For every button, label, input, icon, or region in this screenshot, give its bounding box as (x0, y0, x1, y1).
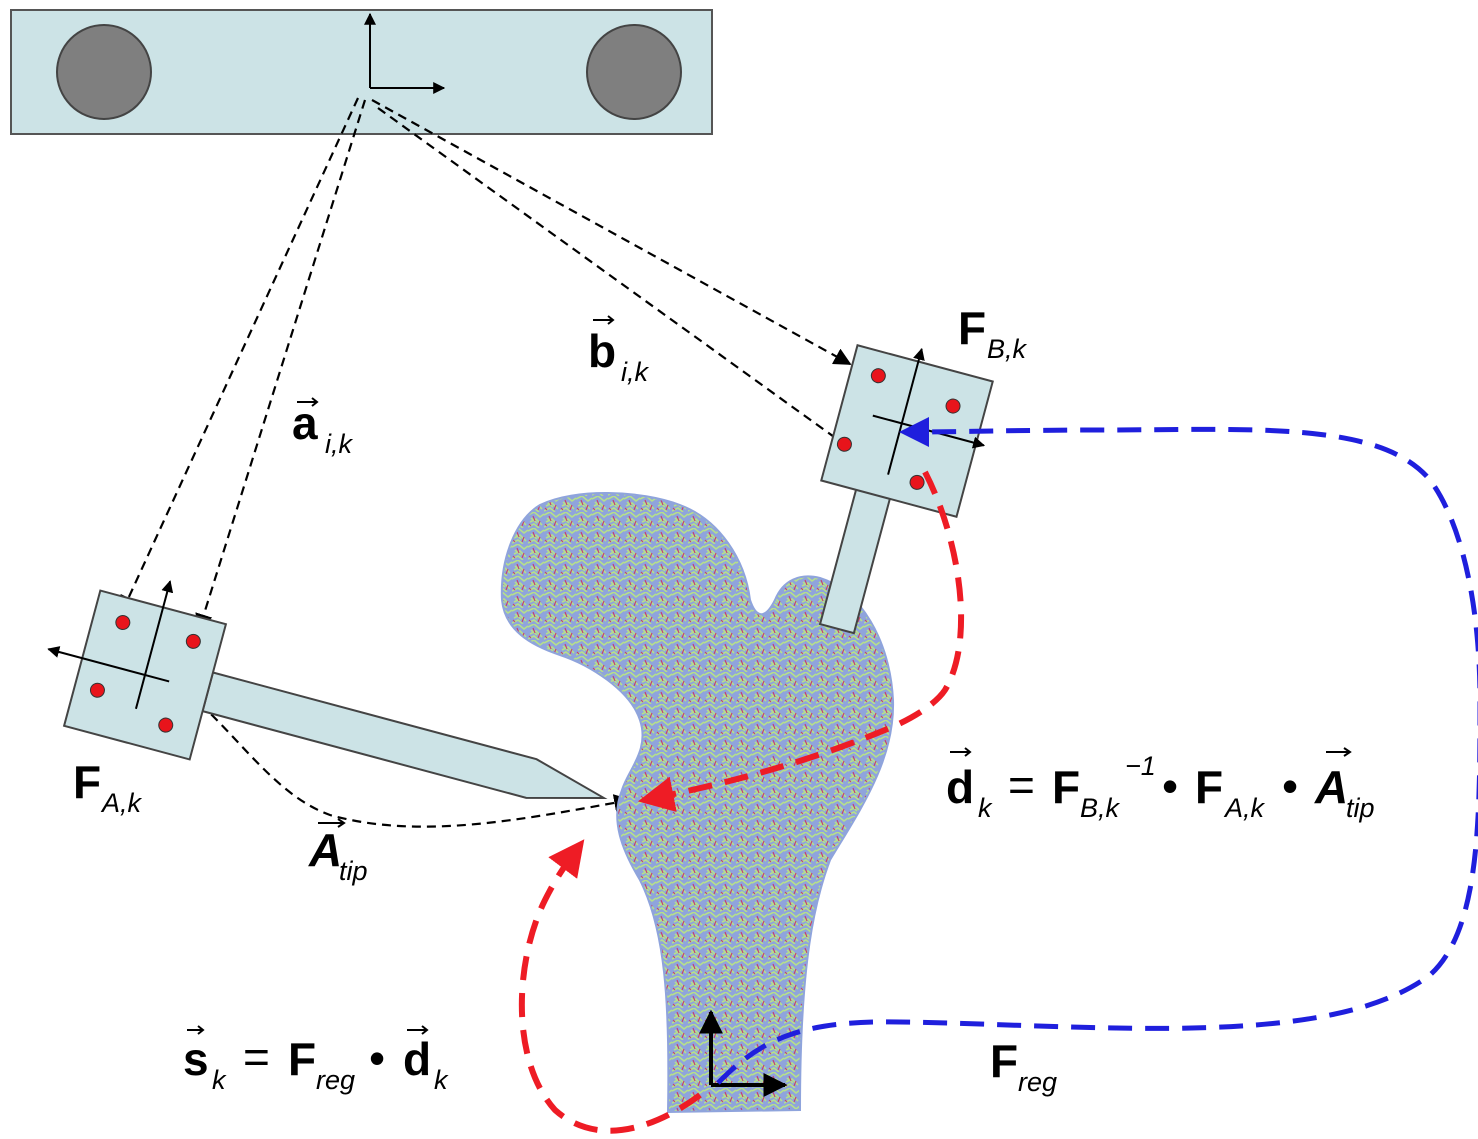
marker-a-axis-y (134, 580, 174, 710)
a-tip-symbol: A (308, 824, 342, 876)
b-vector-1 (371, 99, 852, 365)
eq-s-lhs: s (183, 1033, 209, 1085)
label-a-tip: A tip (308, 824, 368, 886)
tracker-camera-left (56, 24, 152, 120)
a-vector-subscript: i,k (325, 429, 354, 459)
tip-vector (139, 659, 632, 828)
eq-d-equals: = (1008, 759, 1035, 811)
eq-d-lhs-sub: k (978, 793, 993, 823)
frame-b-symbol: F (958, 302, 986, 354)
eq-s-term1: F (288, 1033, 316, 1085)
eq-d-dot2: • (1282, 760, 1298, 812)
eq-d-atip-accent (1326, 747, 1352, 757)
marker-a-fiducial-2 (185, 633, 201, 649)
a-vector-1 (120, 97, 359, 614)
eq-s-term2-sub: k (434, 1065, 449, 1095)
marker-b-fiducial-1 (870, 368, 886, 384)
eq-d-term1-sub: B,k (1080, 793, 1121, 823)
b-vector-accent (593, 315, 615, 325)
a-vector-2 (195, 99, 367, 632)
eq-d-lhs-accent (950, 747, 972, 757)
marker-b (818, 344, 994, 635)
label-frame-reg: F reg (990, 1035, 1057, 1097)
marker-b-axis-y (887, 347, 925, 475)
femur-bone (500, 492, 895, 1114)
label-frame-b: F B,k (958, 302, 1028, 364)
marker-b-fiducial-3 (836, 436, 852, 452)
marker-b-fiducial-2 (945, 398, 961, 414)
eq-s-lhs-accent (187, 1025, 205, 1035)
frame-reg-subscript: reg (1018, 1067, 1057, 1097)
eq-d-term1: F (1052, 761, 1080, 813)
eq-d-term1-sup: −1 (1125, 751, 1156, 781)
tracker-camera-right (586, 24, 682, 120)
eq-s-term1-sub: reg (316, 1065, 355, 1095)
a-tip-subscript: tip (339, 856, 368, 886)
marker-a-axis-x (47, 646, 170, 683)
equation-d: d k = F B,k −1 • F A,k • A tip (946, 751, 1375, 823)
blue-registration-path (716, 416, 1478, 1085)
frame-a-symbol: F (73, 756, 101, 808)
a-vector-accent (297, 397, 319, 407)
eq-s-dot: • (369, 1032, 385, 1084)
label-b-vector: b i,k (588, 325, 650, 387)
measurement-vectors (120, 97, 852, 828)
b-vector-2 (377, 107, 850, 449)
red-transform-paths (518, 470, 965, 1134)
bone-frame (699, 1009, 788, 1097)
marker-b-fiducial-4 (909, 474, 925, 490)
marker-a (47, 580, 608, 799)
eq-d-term2-sub: A,k (1223, 793, 1266, 823)
b-vector-symbol: b (588, 325, 616, 377)
eq-d-term3: A (1314, 761, 1348, 813)
eq-d-term3-sub: tip (1346, 793, 1375, 823)
frame-a-subscript: A,k (100, 788, 143, 818)
eq-s-d-accent (407, 1025, 429, 1035)
a-tip-accent (318, 818, 346, 828)
marker-a-fiducial-3 (89, 682, 105, 698)
eq-d-lhs: d (946, 761, 974, 813)
frame-b-subscript: B,k (987, 334, 1028, 364)
frame-reg-symbol: F (990, 1035, 1018, 1087)
eq-s-term2: d (403, 1033, 431, 1085)
eq-d-dot1: • (1162, 760, 1178, 812)
eq-s-lhs-sub: k (212, 1065, 227, 1095)
label-a-vector: a i,k (292, 397, 354, 459)
label-frame-a: F A,k (73, 756, 143, 818)
red-path-s (518, 839, 702, 1134)
marker-a-fiducial-1 (115, 614, 131, 630)
marker-a-fiducial-4 (158, 717, 174, 733)
eq-s-equals: = (243, 1031, 270, 1083)
optical-tracker (10, 9, 713, 135)
b-vector-subscript: i,k (621, 357, 650, 387)
red-path-d (637, 470, 965, 813)
pointer-shaft (201, 671, 608, 799)
vector-accents (187, 315, 1352, 1035)
eq-d-term2: F (1195, 761, 1223, 813)
equation-s: s k = F reg • d k (183, 1031, 449, 1095)
